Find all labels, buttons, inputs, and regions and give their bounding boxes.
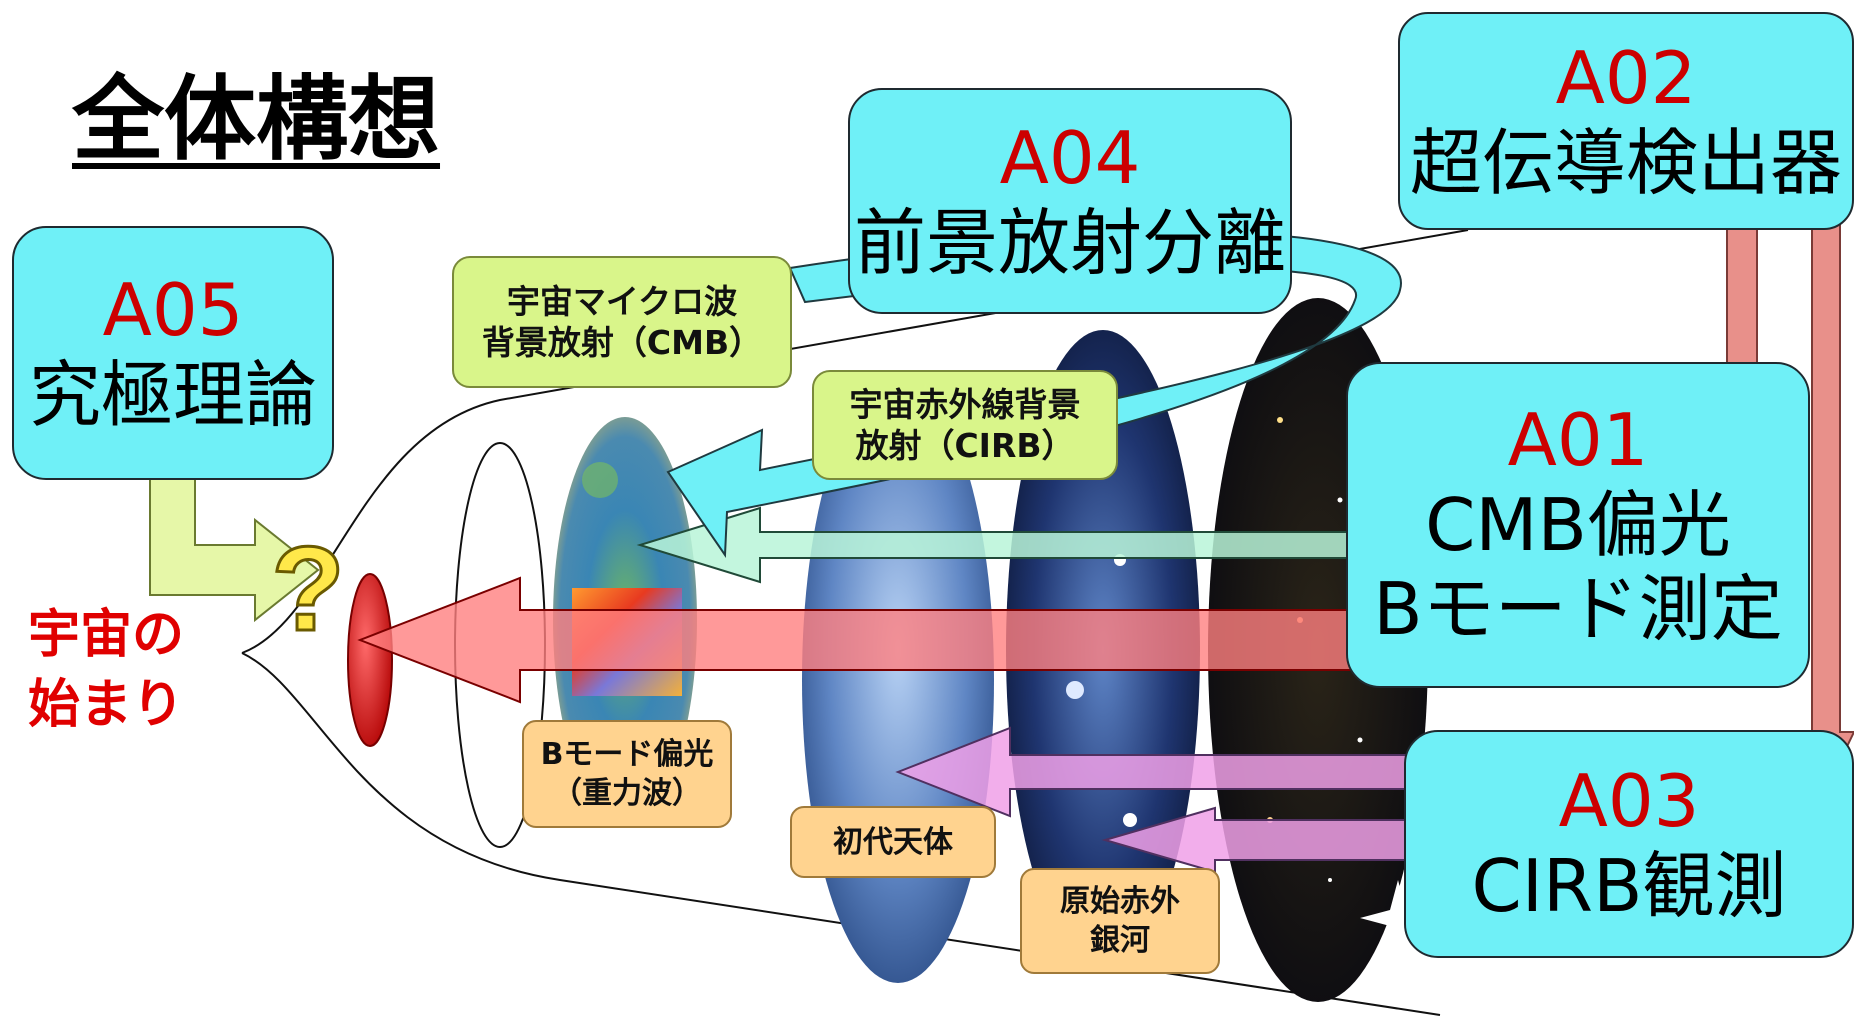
team-a03-box: A03 CIRB観測 <box>1404 730 1854 958</box>
cmb-temperature-arrow <box>636 506 1371 584</box>
first-objects-text: 初代天体 <box>833 824 953 860</box>
team-a03-code: A03 <box>1558 759 1700 844</box>
team-a04-code: A04 <box>999 116 1141 201</box>
team-a05-name: 究極理論 <box>28 353 317 437</box>
bright-star-icon <box>1360 880 1436 956</box>
team-a01-box: A01 CMB偏光 Bモード測定 <box>1346 362 1810 688</box>
team-a02-name: 超伝導検出器 <box>1409 121 1842 205</box>
primordial-galaxies-line-1: 原始赤外 <box>1060 884 1180 919</box>
page-title: 全体構想 <box>72 66 441 173</box>
cirb-label-line-2: 放射（CIRB） <box>855 426 1075 465</box>
primordial-galaxies-line-2: 銀河 <box>1090 923 1150 958</box>
universe-origin-label: 宇宙の 始まり <box>28 600 184 740</box>
team-a01-code: A01 <box>1507 397 1649 482</box>
origin-line-1: 宇宙の <box>28 605 185 665</box>
team-a02-code: A02 <box>1555 36 1697 121</box>
team-a03-name: CIRB観測 <box>1471 844 1787 928</box>
team-a05-code: A05 <box>102 268 244 353</box>
cmb-label-line-1: 宇宙マイクロ波 <box>506 281 738 321</box>
first-objects-arrow <box>895 726 1421 818</box>
cropped-heading-fragment <box>500 0 1400 8</box>
bmode-label-line-2: （重力波） <box>552 776 702 811</box>
theory-to-origin-arrow <box>149 477 320 623</box>
first-objects-label: 初代天体 <box>790 806 996 878</box>
cmb-bmode-arrow <box>357 576 1371 704</box>
cmb-label: 宇宙マイクロ波 背景放射（CMB） <box>452 256 792 388</box>
team-a02-box: A02 超伝導検出器 <box>1398 12 1854 230</box>
primordial-galaxy-arrow <box>1101 806 1421 874</box>
bmode-label: Bモード偏光 （重力波） <box>522 720 732 828</box>
team-a01-line-1: CMB偏光 <box>1425 482 1731 567</box>
team-a01-line-2: Bモード測定 <box>1373 567 1783 652</box>
cmb-label-line-2: 背景放射（CMB） <box>481 323 763 362</box>
origin-line-2: 始まり <box>28 675 185 736</box>
primordial-galaxies-label: 原始赤外 銀河 <box>1020 868 1220 974</box>
team-a04-box: A04 前景放射分離 <box>848 88 1292 314</box>
bmode-label-line-1: Bモード偏光 <box>540 737 714 772</box>
team-a04-name: 前景放射分離 <box>853 201 1286 285</box>
team-a05-box: A05 究極理論 <box>12 226 334 480</box>
cirb-label: 宇宙赤外線背景 放射（CIRB） <box>812 370 1118 480</box>
cirb-label-line-1: 宇宙赤外線背景 <box>849 384 1081 424</box>
big-bang-blob <box>347 573 393 747</box>
unknown-origin-question-mark: ? <box>271 522 344 656</box>
